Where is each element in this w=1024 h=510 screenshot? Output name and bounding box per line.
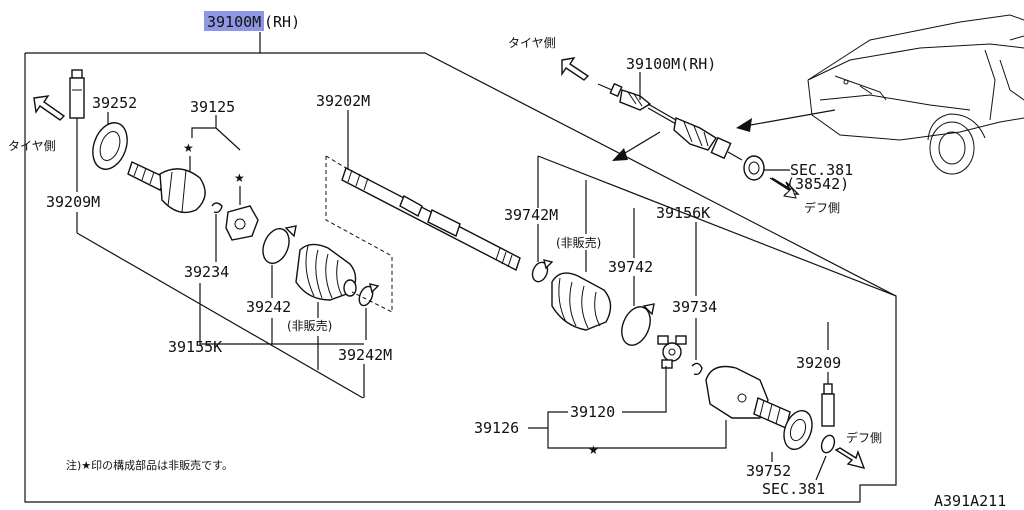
footnote: 注)★印の構成部品は非販売です。: [66, 458, 233, 472]
part-39209[interactable]: 39209: [796, 354, 841, 372]
tire-side-arrow-icon: [33, 95, 66, 121]
outer-boot-shape: [295, 243, 357, 301]
star-39125-a: ★: [183, 141, 194, 155]
inner-boot-shape: [551, 272, 612, 331]
drawing-code: A391A211: [934, 492, 1006, 510]
part-39202M[interactable]: 39202M: [316, 92, 370, 110]
assembly-frame: [24, 52, 897, 503]
tire-side-label: タイヤ側: [8, 139, 56, 153]
part-39752-shape: [783, 409, 813, 451]
title-highlight: [204, 11, 264, 31]
sec381-label[interactable]: SEC.381: [790, 161, 853, 179]
part-39120[interactable]: 39120: [570, 403, 615, 421]
star-39126: ★: [588, 443, 599, 457]
part-39209-shape: [821, 383, 835, 427]
part-39125[interactable]: 39125: [190, 98, 235, 116]
pointer-arrow-icon: [612, 109, 836, 161]
diff-side-arrow-icon: [834, 447, 866, 470]
title-part-number[interactable]: 39100M: [207, 13, 261, 31]
diff-side-label: デフ側: [846, 430, 882, 445]
part-39155K[interactable]: 39155K: [168, 338, 222, 356]
outer-cv-joint-shape: [127, 161, 206, 214]
tire-side-label-car: タイヤ側: [508, 36, 556, 50]
inner-housing-shape: [705, 365, 791, 429]
part-39126[interactable]: 39126: [474, 419, 519, 437]
tripod-spider-shape: [657, 335, 687, 369]
part-39242[interactable]: 39242: [246, 298, 291, 316]
part-39209M[interactable]: 39209M: [46, 193, 100, 211]
part-39234-shape: [211, 202, 223, 214]
tire-side-arrow-icon: [561, 57, 590, 81]
part-39752[interactable]: 39752: [746, 462, 791, 480]
vehicle-illustration: [807, 14, 1024, 175]
diff-side-arrow-icon-car: [769, 177, 800, 199]
part-39742-shape: [621, 303, 655, 346]
sec381-ref-label: (38542): [786, 175, 849, 193]
diff-side-label-car: デフ側: [804, 200, 840, 215]
part-39742M[interactable]: 39742M: [504, 206, 558, 224]
star-39125-b: ★: [234, 171, 245, 185]
part-39734[interactable]: 39734: [672, 298, 717, 316]
sec381-ring-shape: [820, 434, 836, 454]
part-39734-shape: [691, 362, 703, 376]
part-39252-shape: [92, 122, 128, 170]
part-39252[interactable]: 39252: [92, 94, 137, 112]
part-39234[interactable]: 39234: [184, 263, 229, 281]
part-39242M[interactable]: 39242M: [338, 346, 392, 364]
car-shaft-part-number[interactable]: 39100M(RH): [626, 55, 716, 73]
part-39202M-shape: [341, 167, 521, 271]
part-39242-shape: [262, 225, 297, 264]
not-for-sale-inner: (非販売): [556, 235, 601, 250]
not-for-sale-outer: (非販売): [287, 318, 332, 333]
sec381-b-label[interactable]: SEC.381: [762, 480, 825, 498]
part-39742M-shape: [531, 259, 554, 283]
part-39156K[interactable]: 39156K: [656, 204, 710, 222]
installed-shaft-illustration: [597, 82, 765, 181]
inner-race-shape: [225, 205, 259, 241]
part-39209M-shape: [69, 69, 85, 119]
title-suffix: (RH): [264, 13, 300, 31]
part-39742[interactable]: 39742: [608, 258, 653, 276]
